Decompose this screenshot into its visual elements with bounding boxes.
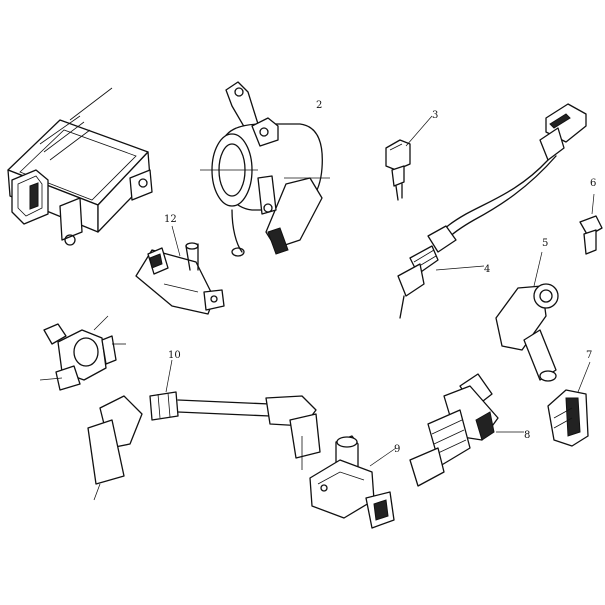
part-7-connector xyxy=(547,361,591,447)
callout-7: 7 xyxy=(586,350,592,361)
callout-12: 12 xyxy=(164,214,177,225)
part-1-ecu-module xyxy=(7,87,153,246)
callout-4: 4 xyxy=(484,264,490,275)
callout-10: 10 xyxy=(168,350,181,361)
part-10-ignition-wire xyxy=(87,359,321,501)
part-9-map-sensor xyxy=(309,435,397,529)
callout-8: 8 xyxy=(524,430,530,441)
part-4-oxygen-sensor xyxy=(397,103,587,319)
callout-6: 6 xyxy=(590,178,596,189)
part-12-pressure-sensor xyxy=(135,225,225,315)
callout-9: 9 xyxy=(394,444,400,455)
part-3-temperature-sensor xyxy=(385,115,433,201)
part-8-fuel-injector xyxy=(409,373,524,487)
callout-2: 2 xyxy=(316,100,322,111)
part-5-speed-sensor xyxy=(495,251,559,382)
part-6-plug-bolt xyxy=(579,193,603,255)
part-11-idle-valve xyxy=(39,315,126,391)
callout-labels: 2 3 4 5 6 7 8 9 10 12 xyxy=(164,100,596,455)
callout-3: 3 xyxy=(432,110,438,121)
part-2-throttle-body xyxy=(200,81,330,257)
callout-5: 5 xyxy=(542,238,548,249)
